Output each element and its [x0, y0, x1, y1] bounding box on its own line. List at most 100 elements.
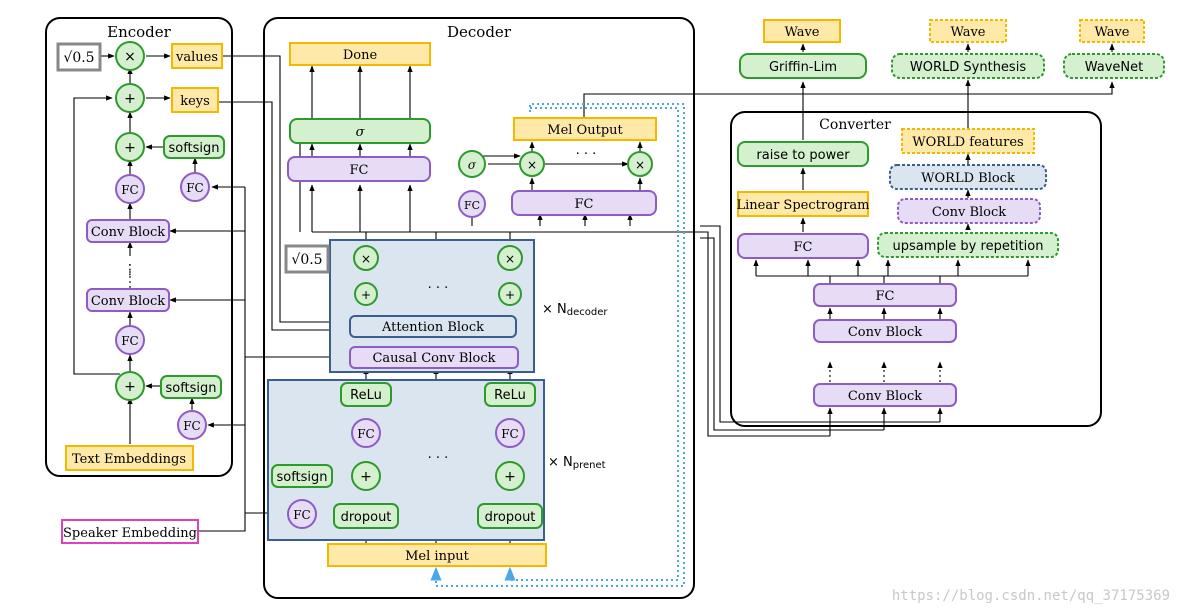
- griffin-lim-box: [739, 53, 867, 79]
- mel-input-label: Mel input: [405, 549, 470, 564]
- encoder-plus-bottom-symbol: +: [124, 379, 136, 395]
- encoder-times-node: [115, 41, 145, 71]
- prenet-softsign: [271, 464, 333, 488]
- mel-sigma-symbol: σ: [468, 158, 477, 172]
- encoder-fc-d-label: FC: [183, 419, 201, 433]
- mel-small-fc: [458, 190, 486, 218]
- done-fc-box: [287, 156, 431, 182]
- encoder-fc-c: [115, 325, 145, 355]
- world-block-label: WORLD Block: [921, 171, 1015, 186]
- prenet-relu-left: [340, 382, 392, 407]
- decoder-core-dots: · · ·: [428, 281, 449, 296]
- mel-times-dots: · · ·: [576, 147, 597, 162]
- n-prenet-label: × Nprenet: [548, 455, 606, 471]
- done-sigma-label: σ: [356, 125, 366, 140]
- decoder-plus-left-symbol: +: [361, 288, 371, 302]
- encoder-conv-block-bottom: [86, 288, 170, 312]
- prenet-plus-left: [351, 461, 381, 491]
- converter-frame: [730, 111, 1102, 427]
- encoder-plus-bottom: [115, 371, 145, 401]
- mel-input-box: [327, 543, 547, 567]
- upsample-box: [877, 232, 1059, 258]
- mel-fc-box: [511, 190, 657, 216]
- wavenet-box: [1063, 53, 1165, 79]
- prenet-dropout-left-label: dropout: [341, 510, 392, 525]
- linear-spectrogram-box: [737, 191, 869, 217]
- encoder-fc-b-label: FC: [186, 181, 204, 195]
- world-features-label: WORLD features: [912, 135, 1023, 150]
- world-block-box: [889, 164, 1047, 190]
- encoder-conv-block-bottom-label: Conv Block: [91, 294, 165, 309]
- attention-block: [349, 315, 517, 338]
- encoder-title: Encoder: [107, 23, 172, 41]
- prenet-dropout-right-label: dropout: [485, 510, 536, 525]
- vocoder-outputs: Wave Griffin-Lim Wave WORLD Synthesis Wa…: [739, 19, 1165, 79]
- decoder-plus-right-symbol: +: [505, 288, 515, 302]
- wave-wavenet-box: [1079, 19, 1145, 43]
- done-fc-label: FC: [350, 163, 369, 178]
- mel-feedback-loop: [430, 103, 685, 587]
- done-box: [289, 42, 431, 66]
- encoder-fc-a-label: FC: [121, 183, 139, 197]
- keys-label: keys: [180, 94, 210, 109]
- world-synthesis-label: WORLD Synthesis: [910, 60, 1026, 75]
- encoder-frame: [45, 17, 233, 477]
- encoder-softsign-bottom: [160, 375, 222, 399]
- linear-spectrogram-label: Linear Spectrogram: [736, 198, 869, 213]
- mel-output-label: Mel Output: [547, 123, 623, 138]
- converter-fc-box: [813, 283, 957, 307]
- wave-world-label: Wave: [950, 25, 985, 40]
- attention-block-label: Attention Block: [381, 320, 484, 335]
- encoder-plus-mid-symbol: +: [124, 140, 136, 156]
- prenet-plus-right-symbol: +: [504, 469, 516, 485]
- prenet-softsign-label: softsign: [276, 470, 327, 485]
- prenet-relu-right-label: ReLu: [494, 388, 526, 403]
- decoder-title: Decoder: [447, 23, 512, 41]
- wave-world-box: [929, 19, 1007, 43]
- prenet-speaker-fc: [287, 499, 317, 529]
- encoder-sqrt-label: √0.5: [63, 50, 94, 66]
- speaker-embedding-label: Speaker Embedding: [63, 526, 197, 541]
- values-box: [171, 43, 223, 69]
- decoder-sqrt-box: [284, 244, 330, 274]
- encoder-softsign-top: [163, 135, 225, 159]
- world-synthesis-box: [891, 53, 1045, 79]
- encoder-conv-block-top-label: Conv Block: [91, 225, 165, 240]
- mel-times-right-symbol: ×: [635, 158, 645, 172]
- upsample-label: upsample by repetition: [893, 239, 1044, 254]
- mel-output-box: [513, 117, 657, 141]
- prenet-dropout-left: [333, 503, 399, 529]
- decoder-frame: [263, 17, 695, 599]
- mel-fc-label: FC: [575, 197, 594, 212]
- causal-conv-block-label: Causal Conv Block: [372, 351, 495, 366]
- encoder-plus-top: [115, 83, 145, 113]
- converter-conv-block-top: [813, 319, 957, 343]
- converter-linear-fc-label: FC: [794, 240, 813, 255]
- encoder-times-symbol: ×: [124, 49, 136, 65]
- decoder-nodes: Done σ FC Mel Output σ × · · · × FC FC √…: [267, 42, 657, 567]
- prenet-speaker-fc-label: FC: [293, 508, 311, 522]
- encoder-plus-mid: [115, 132, 145, 162]
- decoder-sqrt-label: √0.5: [291, 252, 322, 268]
- mel-sigma-node: [458, 150, 486, 178]
- encoder-conv-block-top: [86, 219, 170, 243]
- prenet-fc-right-label: FC: [501, 427, 519, 441]
- converter-linear-fc: [737, 233, 869, 259]
- done-sigma-box: [289, 118, 431, 144]
- encoder-fc-c-label: FC: [121, 334, 139, 348]
- converter-conv-block-top-label: Conv Block: [848, 325, 922, 340]
- converter-title: Converter: [819, 117, 891, 133]
- mel-small-fc-label: FC: [464, 199, 480, 212]
- decoder-times-right: [497, 245, 523, 271]
- mel-times-left-symbol: ×: [527, 158, 537, 172]
- prenet-fc-left: [351, 418, 381, 448]
- encoder-softsign-bottom-label: softsign: [165, 381, 216, 396]
- decoder-times-left: [353, 245, 379, 271]
- values-label: values: [175, 50, 218, 65]
- converter-dotted-conv-block-label: Conv Block: [932, 205, 1006, 220]
- prenet-relu-right: [484, 382, 536, 407]
- decoder-plus-left: [354, 282, 378, 306]
- raise-to-power-label: raise to power: [756, 148, 850, 163]
- done-label: Done: [343, 48, 378, 63]
- prenet-plus-right: [495, 461, 525, 491]
